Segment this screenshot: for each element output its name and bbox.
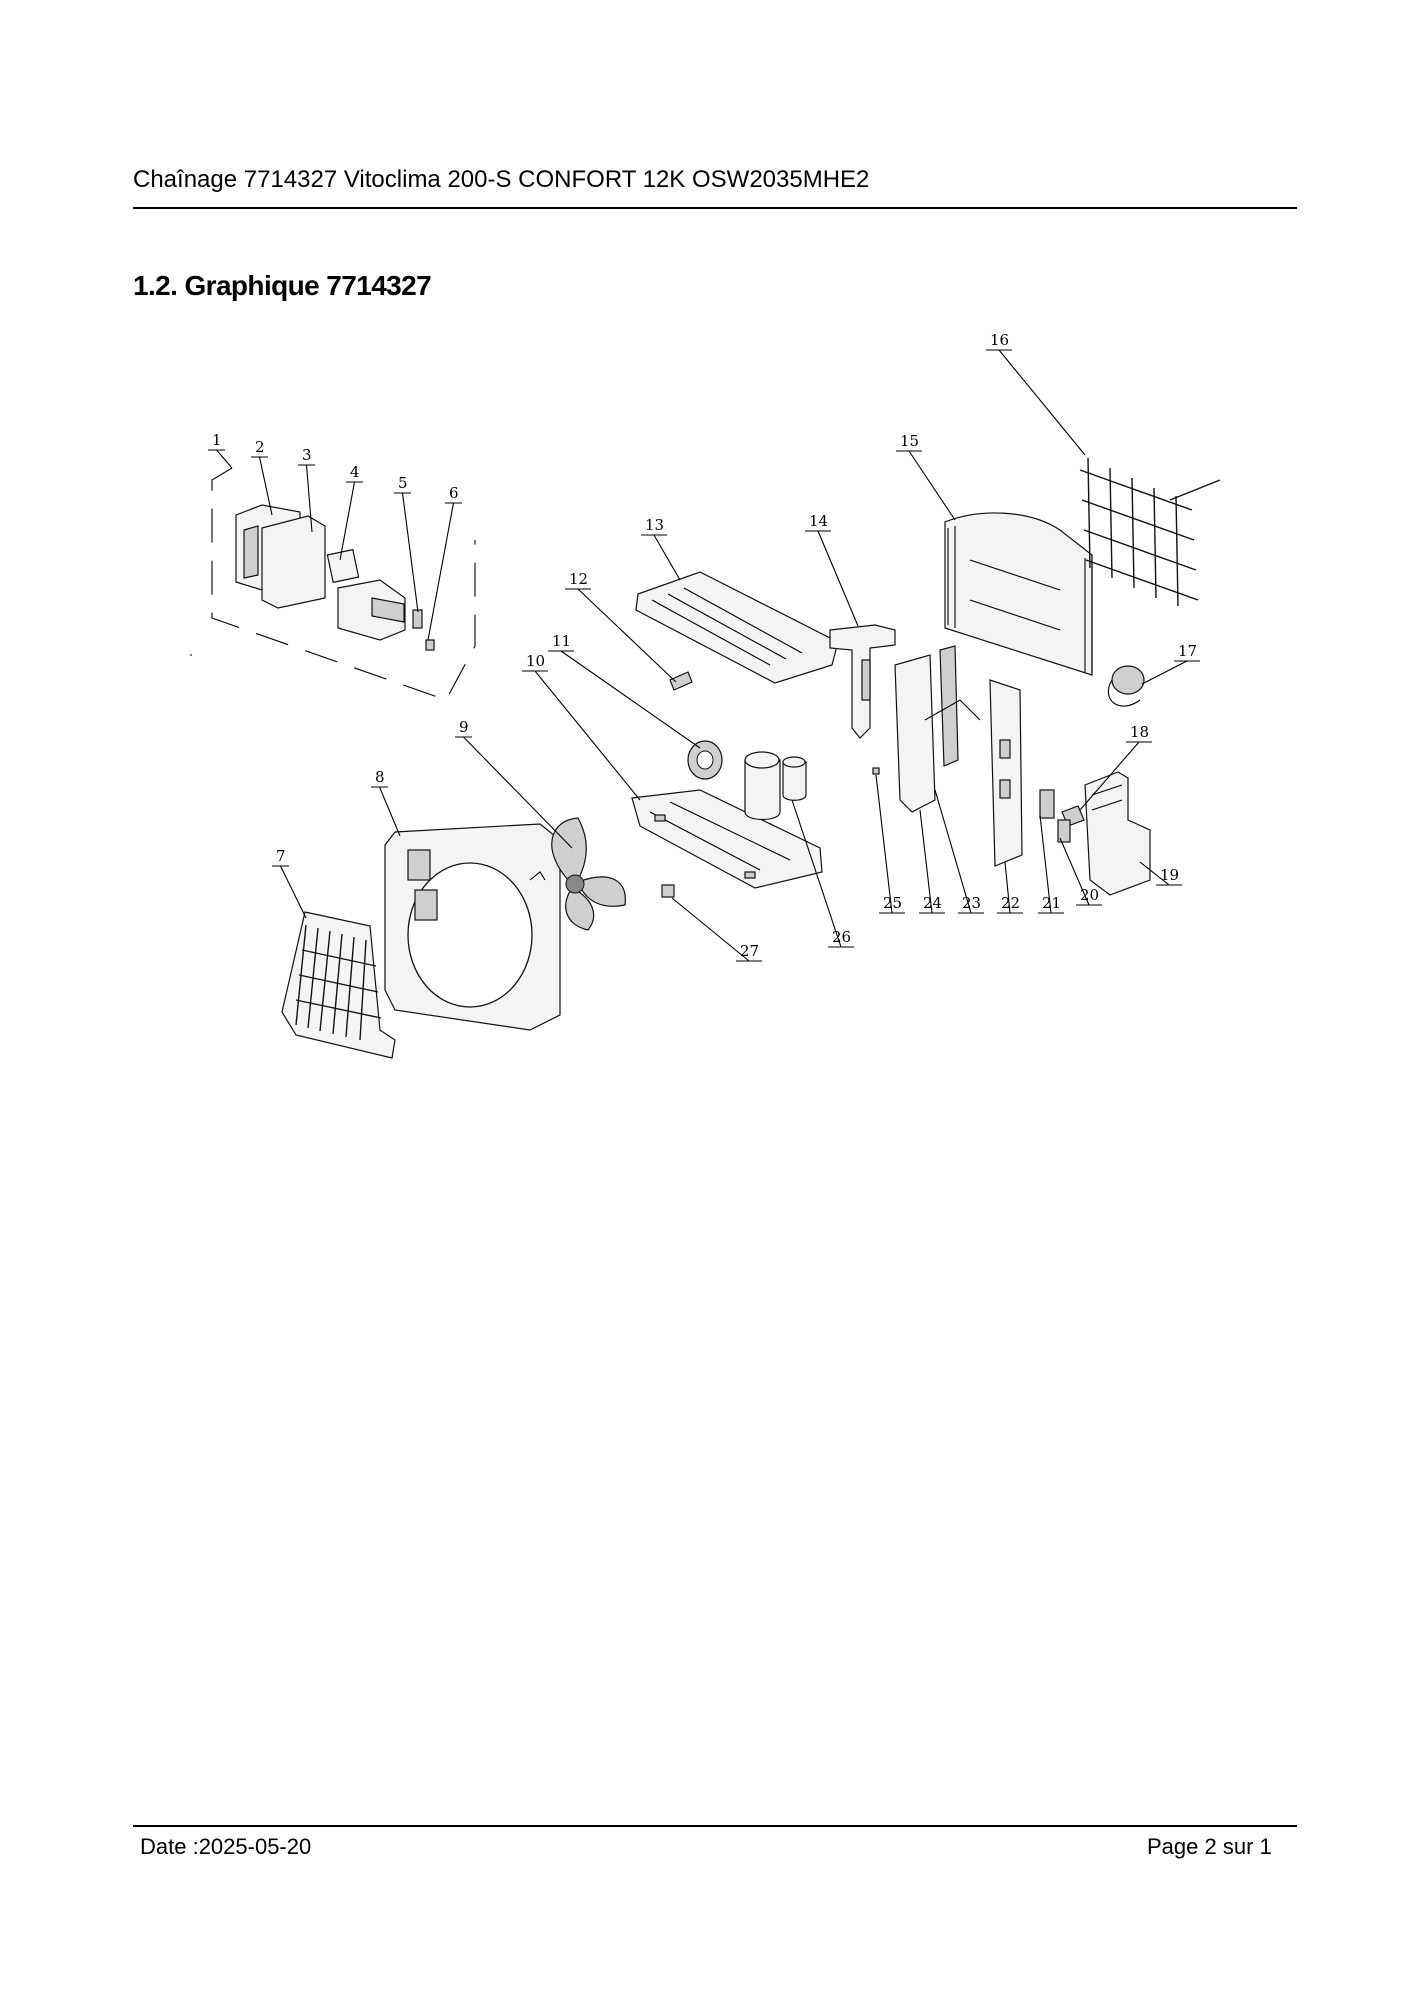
callout-14: 14: [809, 512, 828, 530]
motor-bracket: [669, 671, 693, 691]
electrical-box-group: [211, 467, 476, 701]
callout-6: 6: [449, 484, 459, 502]
callout-11: 11: [552, 632, 571, 650]
callout-21: 21: [1042, 894, 1061, 912]
small-fitting: [661, 884, 675, 898]
callout-leader-21: [1039, 814, 1052, 914]
callout-leader-15: [908, 450, 956, 521]
callout-leader-12: [577, 588, 677, 683]
callout-leader-27: [671, 897, 750, 962]
callout-19: 19: [1160, 866, 1179, 884]
callout-leader-4: [339, 481, 356, 561]
callout-25: 25: [883, 894, 902, 912]
base-plate: [631, 789, 823, 889]
fan-motor: [687, 740, 723, 780]
callout-leader-10: [534, 670, 641, 801]
callout-leader-5: [401, 492, 419, 613]
callout-leader-14: [817, 530, 859, 627]
front-grille: [281, 911, 396, 1059]
callout-7: 7: [276, 847, 286, 865]
service-valves: [1039, 789, 1071, 843]
callout-16: 16: [990, 331, 1009, 349]
side-cover: [1084, 771, 1151, 896]
callout-20: 20: [1080, 886, 1099, 904]
callout-leader-11: [560, 650, 701, 749]
callout-10: 10: [526, 652, 545, 670]
screw: [872, 767, 880, 775]
callout-4: 4: [350, 463, 360, 481]
callout-leader-2: [258, 456, 273, 516]
fan-blade: [529, 817, 626, 931]
callout-5: 5: [398, 474, 408, 492]
callout-leader-23: [934, 789, 972, 914]
document-header-title: Chaînage 7714327 Vitoclima 200-S CONFORT…: [133, 166, 870, 193]
section-title: 1.2. Graphique 7714327: [133, 270, 432, 301]
callout-9: 9: [459, 718, 469, 736]
callout-leader-3: [305, 464, 313, 533]
callout-leader-6: [427, 502, 455, 641]
callout-1: 1: [212, 431, 222, 449]
separator-plate: [894, 645, 981, 813]
callout-15: 15: [900, 432, 919, 450]
callout-2: 2: [255, 438, 265, 456]
callout-12: 12: [569, 570, 588, 588]
front-panel: [384, 823, 561, 1031]
callout-leader-22: [1004, 861, 1011, 914]
top-cover: [635, 571, 839, 684]
callout-leader-13: [653, 534, 681, 581]
callout-23: 23: [962, 894, 981, 912]
callout-17: 17: [1178, 642, 1197, 660]
compressor: [744, 751, 807, 821]
callout-26: 26: [832, 928, 851, 946]
callout-3: 3: [302, 446, 312, 464]
callout-27: 27: [740, 942, 759, 960]
callout-22: 22: [1001, 894, 1020, 912]
callout-leader-1: [216, 449, 233, 469]
callout-leader-24: [919, 809, 933, 914]
callout-24: 24: [923, 894, 942, 912]
footer-date: Date :2025-05-20: [140, 1834, 312, 1859]
middle-partition: [829, 624, 896, 739]
callout-leader-19: [1139, 861, 1170, 886]
callout-leader-17: [1141, 660, 1188, 685]
header-rule: [133, 207, 1297, 209]
footer-rule: [133, 1825, 1297, 1827]
callout-leader-18: [1079, 741, 1140, 811]
callout-leader-20: [1059, 837, 1090, 906]
callout-18: 18: [1130, 723, 1149, 741]
callout-leader-7: [280, 865, 307, 919]
rear-grille: [1079, 457, 1221, 607]
four-way-valve: [1107, 665, 1145, 707]
callout-leader-26: [791, 799, 842, 948]
callout-leader-16: [998, 349, 1086, 456]
callout-leader-25: [875, 774, 893, 914]
callout-8: 8: [375, 768, 385, 786]
callout-leader-8: [378, 786, 401, 837]
callout-13: 13: [645, 516, 664, 534]
condenser-coil: [944, 512, 1093, 676]
right-side-panel: [989, 679, 1023, 867]
footer-page-number: Page 2 sur 1: [1147, 1834, 1272, 1859]
callout-leader-9: [463, 736, 573, 849]
